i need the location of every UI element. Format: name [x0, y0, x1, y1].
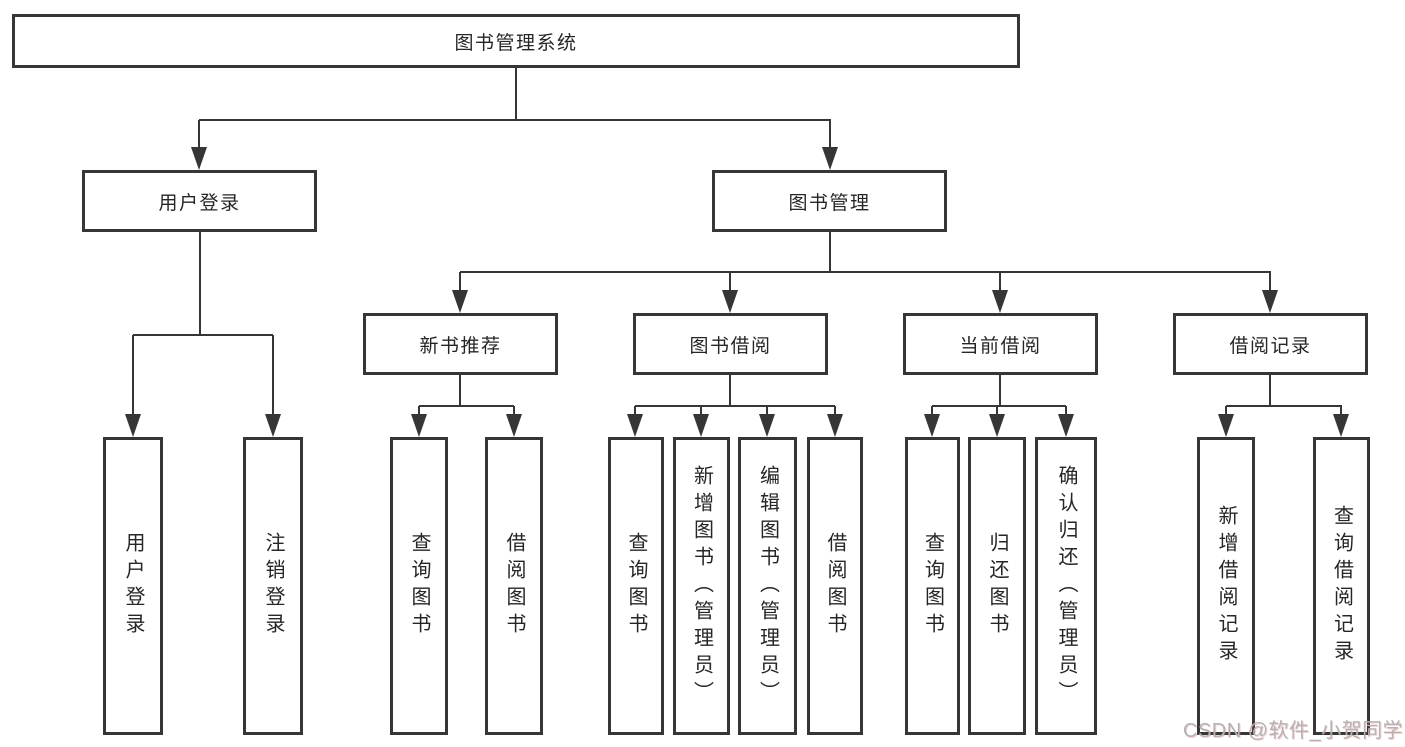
- connector-stem-c2: [700, 406, 702, 416]
- connector-userlogin-crossbar: [133, 334, 273, 336]
- arrowhead-d2: [989, 414, 1005, 437]
- node-current-borrow: 当前借阅: [903, 313, 1098, 375]
- arrowhead-current-borrow: [992, 290, 1008, 313]
- leaf-label: 查询借阅记录: [1330, 505, 1353, 667]
- connector-stem-d1: [931, 406, 933, 416]
- connector-bookmgmt-trunk: [829, 232, 831, 273]
- arrowhead-leaf-login: [125, 414, 141, 437]
- csdn-watermark: CSDN @软件_小贺同学: [1183, 720, 1404, 742]
- node-root-library-system: 图书管理系统: [12, 14, 1020, 68]
- connector-root-crossbar: [199, 119, 831, 121]
- connector-stem-c1: [634, 406, 636, 416]
- connector-bookmgmt-crossbar: [460, 271, 1271, 273]
- leaf-edit-book-admin: 编辑图书（管理员）: [738, 437, 797, 735]
- connector-stem-e2: [1340, 406, 1342, 416]
- leaf-label: 查询图书: [625, 532, 647, 640]
- connector-stem-current-borrow: [999, 272, 1001, 291]
- leaf-borrow-books-recommend: 借阅图书: [485, 437, 543, 735]
- arrowhead-b1: [411, 414, 427, 437]
- connector-stem-book-borrow: [729, 272, 731, 291]
- node-label: 用户登录: [158, 192, 241, 214]
- arrowhead-e1: [1218, 414, 1234, 437]
- node-label: 图书借阅: [689, 335, 772, 357]
- connector-stem-b1: [418, 406, 420, 416]
- connector-root-trunk: [515, 68, 517, 120]
- leaf-return-book: 归还图书: [968, 437, 1026, 735]
- leaf-label: 归还图书: [986, 532, 1008, 640]
- connector-stem-new-book: [459, 272, 461, 291]
- connector-currentborrow-crossbar: [932, 405, 1066, 407]
- leaf-query-books-borrow: 查询图书: [608, 437, 664, 735]
- arrowhead-c3: [759, 414, 775, 437]
- arrowhead-book-borrow: [722, 290, 738, 313]
- connector-borrowrecords-crossbar: [1226, 405, 1342, 407]
- leaf-add-book-admin: 新增图书（管理员）: [673, 437, 730, 735]
- arrowhead-d3: [1058, 414, 1074, 437]
- leaf-borrow-books-borrow: 借阅图书: [807, 437, 863, 735]
- connector-bookborrow-crossbar: [635, 405, 835, 407]
- node-book-borrow: 图书借阅: [633, 313, 828, 375]
- leaf-add-borrow-record: 新增借阅记录: [1197, 437, 1255, 735]
- leaf-query-books-recommend: 查询图书: [390, 437, 448, 735]
- arrowhead-b2: [506, 414, 522, 437]
- node-book-management: 图书管理: [712, 170, 947, 232]
- node-user-login: 用户登录: [82, 170, 317, 232]
- arrowhead-user-login: [191, 147, 207, 170]
- connector-stem-user-login: [198, 120, 200, 148]
- arrowhead-book-management: [822, 147, 838, 170]
- arrowhead-c2: [693, 414, 709, 437]
- node-label: 借阅记录: [1229, 335, 1312, 357]
- leaf-label: 注销登录: [262, 532, 284, 640]
- leaf-label: 编辑图书（管理员）: [756, 464, 779, 708]
- node-label: 图书管理系统: [454, 32, 578, 54]
- leaf-label: 新增借阅记录: [1215, 505, 1237, 667]
- connector-bookborrow-trunk: [729, 375, 731, 407]
- connector-stem-d3: [1065, 406, 1067, 416]
- leaf-label: 借阅图书: [503, 532, 525, 640]
- node-label: 新书推荐: [419, 335, 502, 357]
- node-new-book-recommend: 新书推荐: [363, 313, 558, 375]
- node-label: 当前借阅: [959, 335, 1042, 357]
- arrowhead-e2: [1333, 414, 1349, 437]
- connector-stem-e1: [1225, 406, 1227, 416]
- leaf-label: 查询图书: [921, 532, 944, 640]
- arrowhead-d1: [924, 414, 940, 437]
- connector-stem-borrow-records: [1269, 272, 1271, 291]
- arrowhead-leaf-logout: [265, 414, 281, 437]
- connector-newbook-trunk: [459, 375, 461, 407]
- leaf-logout: 注销登录: [243, 437, 303, 735]
- connector-stem-c3: [766, 406, 768, 416]
- leaf-label: 确认归还（管理员）: [1055, 464, 1077, 708]
- connector-userlogin-trunk: [199, 232, 201, 336]
- leaf-query-borrow-record: 查询借阅记录: [1313, 437, 1370, 735]
- leaf-label: 用户登录: [122, 532, 144, 640]
- leaf-label: 查询图书: [408, 532, 430, 640]
- arrowhead-c4: [827, 414, 843, 437]
- connector-stem-leaf-logout: [272, 335, 274, 415]
- connector-currentborrow-trunk: [999, 375, 1001, 407]
- connector-stem-d2: [996, 406, 998, 416]
- connector-stem-b2: [513, 406, 515, 416]
- leaf-query-books-current: 查询图书: [905, 437, 960, 735]
- leaf-label: 借阅图书: [824, 532, 846, 640]
- arrowhead-c1: [627, 414, 643, 437]
- node-borrow-records: 借阅记录: [1173, 313, 1368, 375]
- leaf-confirm-return-admin: 确认归还（管理员）: [1035, 437, 1097, 735]
- connector-borrowrecords-trunk: [1269, 375, 1271, 407]
- leaf-label: 新增图书（管理员）: [690, 464, 713, 708]
- leaf-user-login: 用户登录: [103, 437, 163, 735]
- node-label: 图书管理: [788, 192, 871, 214]
- connector-newbook-crossbar: [419, 405, 514, 407]
- arrowhead-new-book: [452, 290, 468, 313]
- arrowhead-borrow-records: [1262, 290, 1278, 313]
- connector-stem-book-management: [829, 120, 831, 148]
- connector-stem-c4: [834, 406, 836, 416]
- connector-stem-leaf-login: [132, 335, 134, 415]
